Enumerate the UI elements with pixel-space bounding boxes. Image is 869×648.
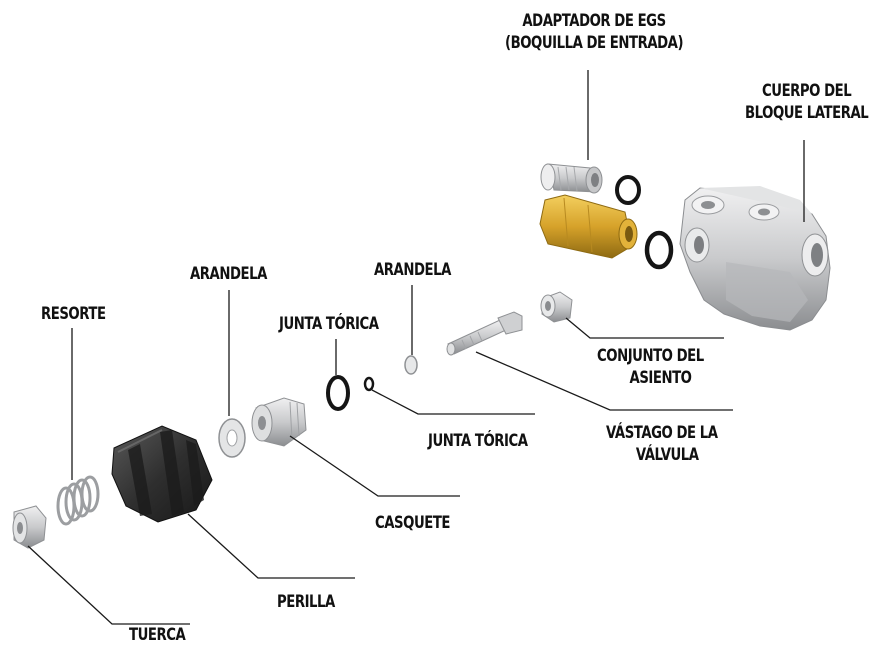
- o-ring-cap: [326, 375, 350, 411]
- label-resorte: RESORTE: [41, 304, 106, 324]
- leader-junta-torica-2: [371, 389, 535, 415]
- label-junta-torica-1: JUNTA TÓRICA: [279, 314, 379, 334]
- side-block-body: [679, 186, 831, 331]
- label-seat-assembly-line1: CONJUNTO DEL: [597, 346, 704, 366]
- label-seat-assembly: CONJUNTO DEL ASIENTO: [597, 345, 704, 389]
- label-arandela-2: ARANDELA: [374, 260, 451, 280]
- leader-valve-stem: [475, 351, 733, 411]
- egs-adapter: [540, 163, 603, 194]
- label-junta-torica-2: JUNTA TÓRICA: [428, 431, 528, 451]
- leader-lines: [27, 70, 805, 625]
- leader-seat-assembly: [565, 317, 724, 339]
- label-side-block: CUERPO DEL BLOQUE LATERAL: [745, 80, 869, 124]
- label-side-block-line1: CUERPO DEL: [762, 81, 852, 101]
- o-ring-adapter-large: [644, 230, 674, 270]
- cap: [251, 397, 307, 447]
- label-side-block-line2: BLOQUE LATERAL: [745, 103, 869, 123]
- label-tuerca: TUERCA: [129, 625, 186, 645]
- label-perilla: PERILLA: [277, 592, 335, 612]
- washer-small: [404, 355, 418, 375]
- label-arandela-1: ARANDELA: [190, 264, 267, 284]
- label-valve-stem: VÁSTAGO DE LA VÁLVULA: [606, 422, 718, 466]
- spring: [56, 475, 100, 526]
- label-casquete: CASQUETE: [375, 513, 451, 533]
- leader-tuerca: [27, 545, 190, 625]
- label-egs-adapter: ADAPTADOR DE EGS (BOQUILLA DE ENTRADA): [505, 10, 684, 54]
- label-seat-assembly-line2: ASIENTO: [629, 368, 692, 388]
- leader-casquete: [289, 435, 460, 497]
- valve-stem: [446, 311, 523, 356]
- leader-perilla: [187, 513, 355, 579]
- seat-assembly: [540, 291, 573, 323]
- label-valve-stem-line1: VÁSTAGO DE LA: [606, 423, 718, 443]
- label-egs-adapter-line2: (BOQUILLA DE ENTRADA): [505, 33, 684, 53]
- nut: [12, 505, 47, 549]
- label-valve-stem-line2: VÁLVULA: [635, 445, 699, 465]
- brass-adapter: [539, 194, 638, 259]
- label-egs-adapter-line1: ADAPTADOR DE EGS: [522, 11, 666, 31]
- o-ring-adapter-small: [615, 175, 641, 205]
- knob: [111, 425, 213, 523]
- o-ring-stem: [363, 376, 375, 392]
